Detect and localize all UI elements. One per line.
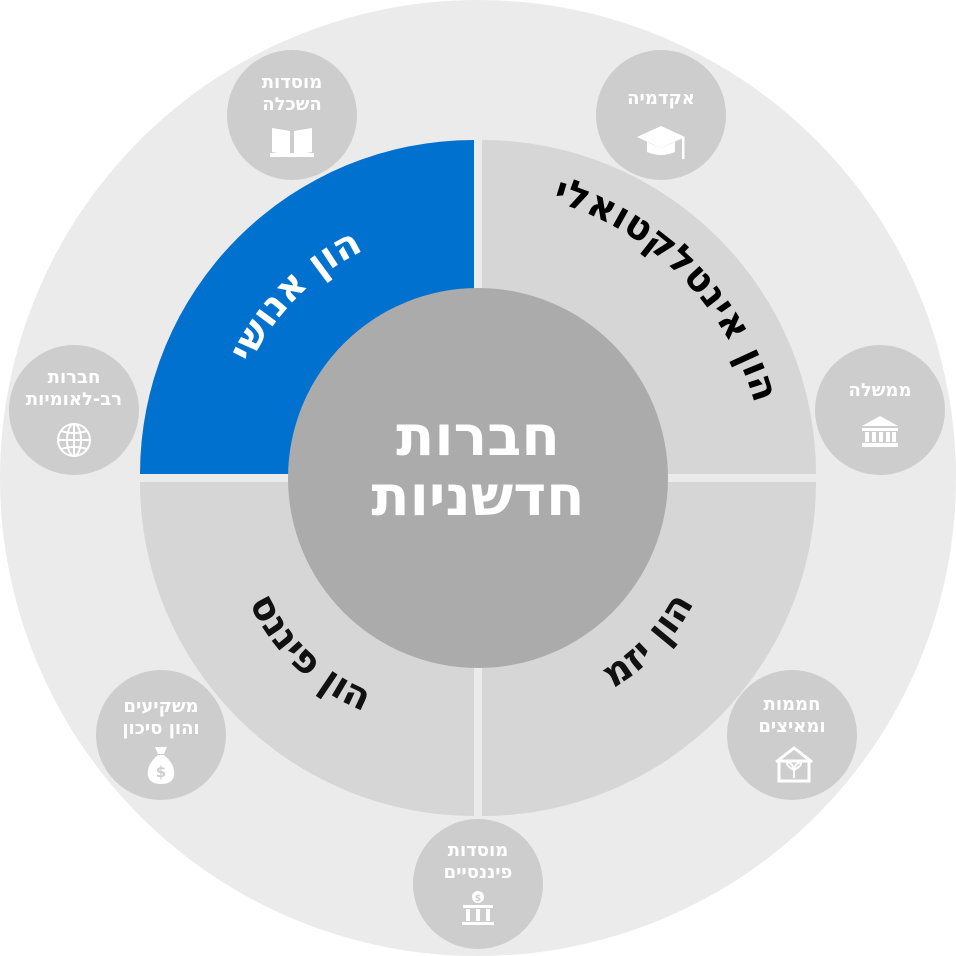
- node-academia-line1: אקדמיה: [627, 88, 695, 109]
- node-education-line2: השכלה: [262, 94, 321, 115]
- node-incubators-line1: חממות: [764, 694, 821, 715]
- node-academia[interactable]: אקדמיה: [596, 50, 726, 180]
- node-government[interactable]: ממשלה: [815, 345, 945, 475]
- bank-icon: $: [462, 891, 494, 925]
- greenhouse-icon: [775, 746, 813, 783]
- node-investors-line2: והון סיכון: [122, 718, 199, 739]
- globe-icon: [57, 423, 91, 457]
- node-education-line1: מוסדות: [262, 72, 323, 93]
- center-title-line1: חברות: [396, 404, 560, 469]
- money-bag-icon: $: [147, 747, 175, 784]
- node-financial-institutions-line2: פיננסיים: [444, 862, 513, 883]
- node-incubators-line2: ומאיצים: [758, 716, 825, 737]
- node-investors[interactable]: משקיעים והון סיכון $: [96, 670, 226, 800]
- svg-text:$: $: [156, 763, 166, 781]
- node-education[interactable]: מוסדות השכלה: [227, 50, 357, 180]
- svg-text:$: $: [475, 894, 481, 904]
- center-circle: [288, 288, 668, 668]
- open-book-icon: [270, 128, 314, 157]
- node-government-line1: ממשלה: [849, 380, 912, 401]
- node-incubators[interactable]: חממות ומאיצים: [727, 670, 857, 800]
- center-title-line2: חדשניות: [371, 464, 584, 529]
- node-financial-institutions[interactable]: מוסדות פיננסיים $: [413, 819, 543, 949]
- graduation-cap-icon: [637, 126, 685, 159]
- node-multinationals[interactable]: חברות רב-לאומיות: [9, 345, 139, 475]
- node-multinationals-line1: חברות: [48, 367, 101, 388]
- node-investors-line1: משקיעים: [123, 696, 198, 717]
- government-building-icon: [862, 416, 898, 447]
- node-multinationals-line2: רב-לאומיות: [26, 389, 122, 410]
- node-financial-institutions-line1: מוסדות: [448, 840, 509, 861]
